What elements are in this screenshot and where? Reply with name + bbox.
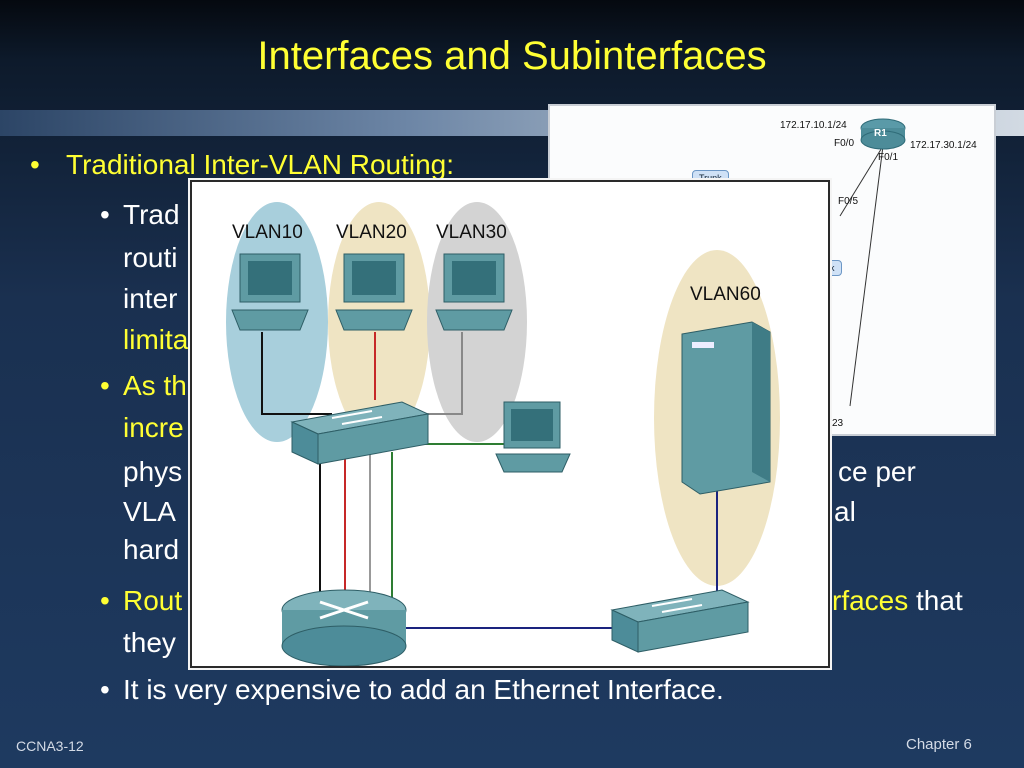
network-diagram: VLAN10 VLAN20 VLAN30 VLAN60 — [226, 202, 780, 666]
bullet-3-line-1-left: Rout — [123, 585, 183, 616]
interface-f01: F0/1 — [878, 152, 899, 163]
bullet-2-line-3-left: phys — [123, 456, 183, 487]
bullet-1-line-3: inter — [123, 283, 178, 314]
bullet-main: Traditional Inter-VLAN Routing: — [66, 149, 455, 180]
vlan20-label: VLAN20 — [336, 222, 407, 243]
vlan30-pc-icon — [435, 253, 513, 331]
vlan10-pc-icon — [231, 253, 309, 331]
bullet-1-line-4: limita — [123, 324, 189, 355]
router-name: R1 — [874, 128, 887, 139]
bullet-2-line-4-left: VLA — [123, 496, 176, 527]
bullet-dot: • — [100, 585, 110, 616]
bullet-3-tail: that — [916, 585, 963, 616]
standalone-pc-icon — [495, 401, 571, 473]
bullet-2-line-5: hard — [123, 534, 180, 565]
access-switch-icon — [610, 589, 750, 653]
topology-lines — [839, 118, 906, 407]
bullet-dot: • — [100, 674, 110, 705]
bullet-3-line-2: they — [123, 627, 176, 658]
interface-f00: F0/0 — [834, 138, 855, 149]
inter-vlan-network-image: VLAN10 VLAN20 VLAN30 VLAN60 — [190, 180, 830, 668]
router-icon — [281, 589, 407, 666]
slide-title: Interfaces and Subinterfaces — [257, 34, 767, 78]
bullet-dot: • — [30, 149, 40, 180]
bullet-dot: • — [100, 370, 110, 401]
vlan30-label: VLAN30 — [436, 222, 507, 243]
bullet-1-line-2: routi — [123, 242, 178, 273]
footer-course-code: CCNA3-12 — [16, 738, 84, 754]
bullet-1-line-1: Trad — [123, 199, 180, 230]
footer-chapter: Chapter 6 — [906, 736, 972, 753]
bullet-4: It is very expensive to add an Ethernet … — [123, 674, 724, 705]
bullet-2-line-4-right: al — [834, 496, 856, 527]
bullet-dot: • — [100, 199, 110, 230]
bullet-2-line-3-right: ce per — [838, 456, 916, 487]
bullet-2-line-1: As th — [123, 370, 187, 401]
distribution-switch-icon — [290, 401, 430, 465]
ip-label-top: 172.17.10.1/24 — [780, 120, 847, 131]
server-icon — [681, 321, 771, 495]
interface-f05: F0/5 — [838, 196, 859, 207]
port-label-23: 23 — [832, 418, 844, 429]
bullet-3-line-1-right: rfaces that — [832, 581, 963, 620]
ip-label-right: 172.17.30.1/24 — [910, 140, 977, 151]
bullet-2-line-2: incre — [123, 412, 184, 443]
vlan20-pc-icon — [335, 253, 413, 331]
bullet-3-highlight: rfaces — [832, 585, 909, 616]
vlan10-label: VLAN10 — [232, 222, 303, 243]
vlan60-label: VLAN60 — [690, 284, 761, 305]
